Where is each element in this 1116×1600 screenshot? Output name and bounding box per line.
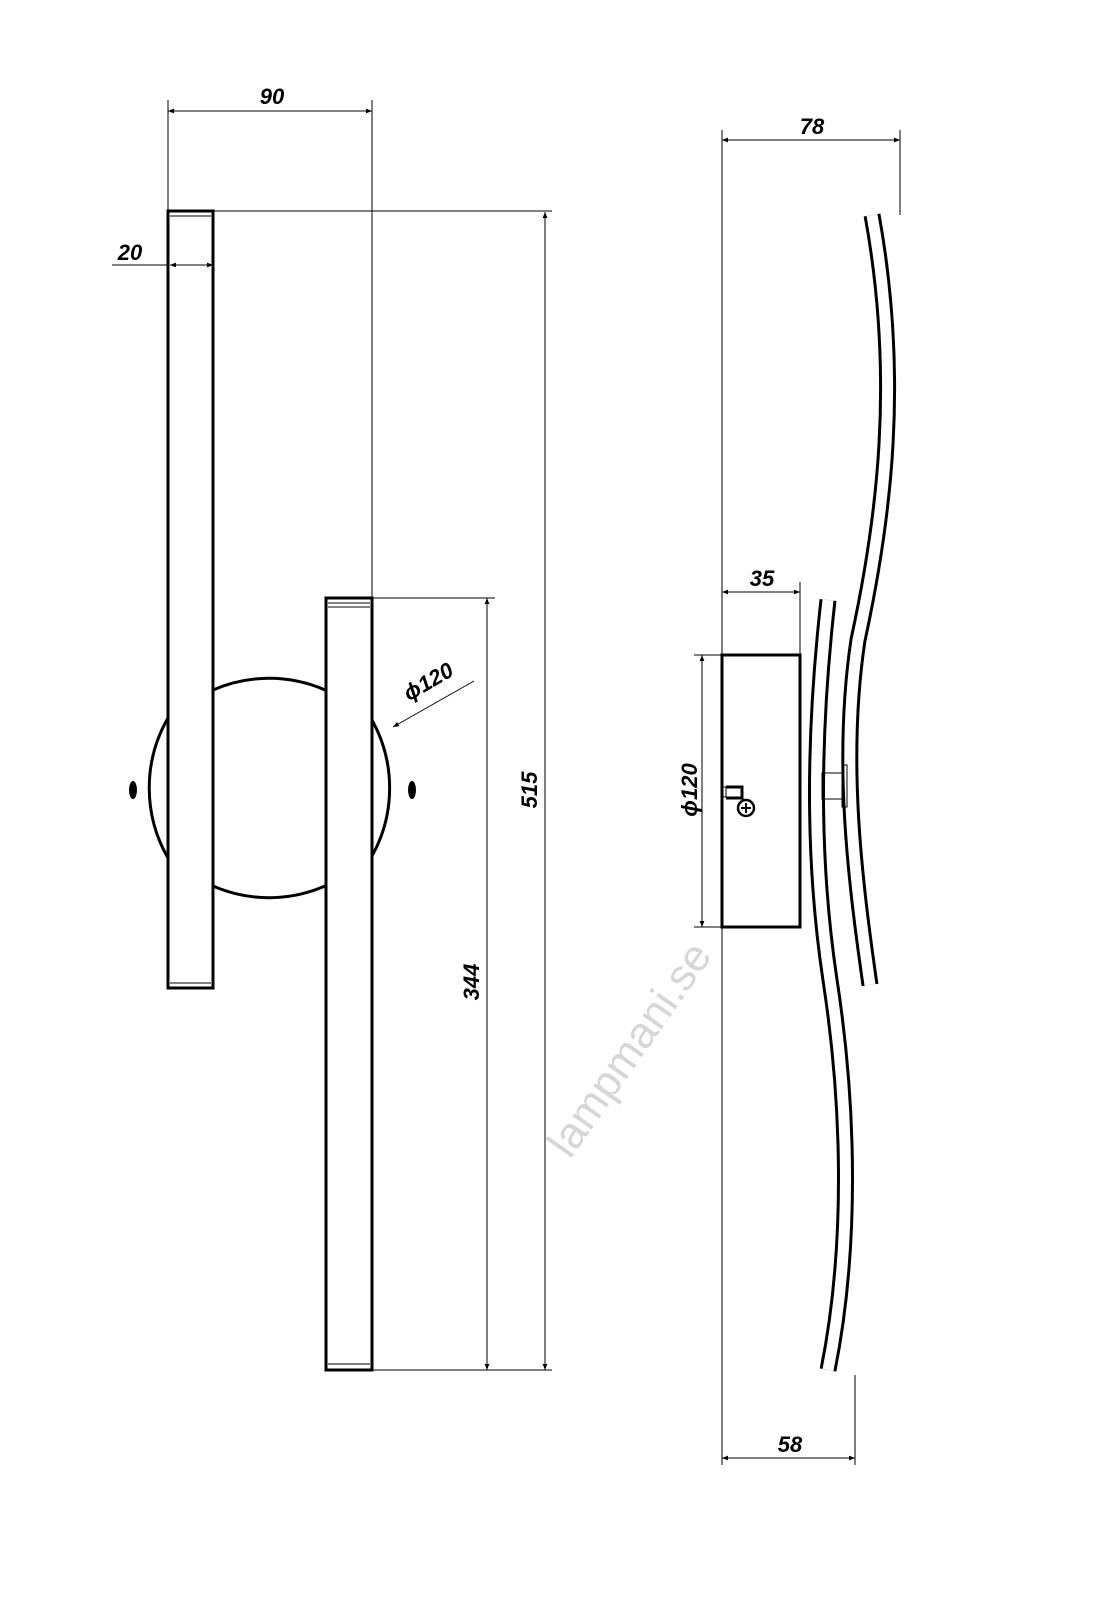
side-view: 78 35 ϕ120 58 xyxy=(677,114,901,1465)
dim-bar-width-20: 20 xyxy=(117,240,143,265)
dim-depth-78: 78 xyxy=(800,114,825,139)
base-knob-right xyxy=(408,781,416,799)
watermark: lampmani.se xyxy=(538,933,721,1165)
dim-base-diameter-front: ϕ120 xyxy=(399,657,458,706)
dim-bottom-depth-58: 58 xyxy=(778,1432,803,1457)
wall-base-box xyxy=(720,653,802,929)
front-view: 90 20 515 344 ϕ120 xyxy=(112,84,552,1372)
dim-base-depth-35: 35 xyxy=(750,566,775,591)
dim-lower-bar-344: 344 xyxy=(459,964,484,1001)
base-circle xyxy=(147,676,392,900)
lower-light-bar xyxy=(324,596,374,1372)
upper-light-bar xyxy=(166,209,215,990)
dim-total-height-515: 515 xyxy=(517,771,542,808)
dim-width-90: 90 xyxy=(260,84,285,109)
base-knob-left xyxy=(129,781,137,799)
dim-base-diameter-side: ϕ120 xyxy=(677,763,702,817)
screw-icon xyxy=(736,798,756,818)
